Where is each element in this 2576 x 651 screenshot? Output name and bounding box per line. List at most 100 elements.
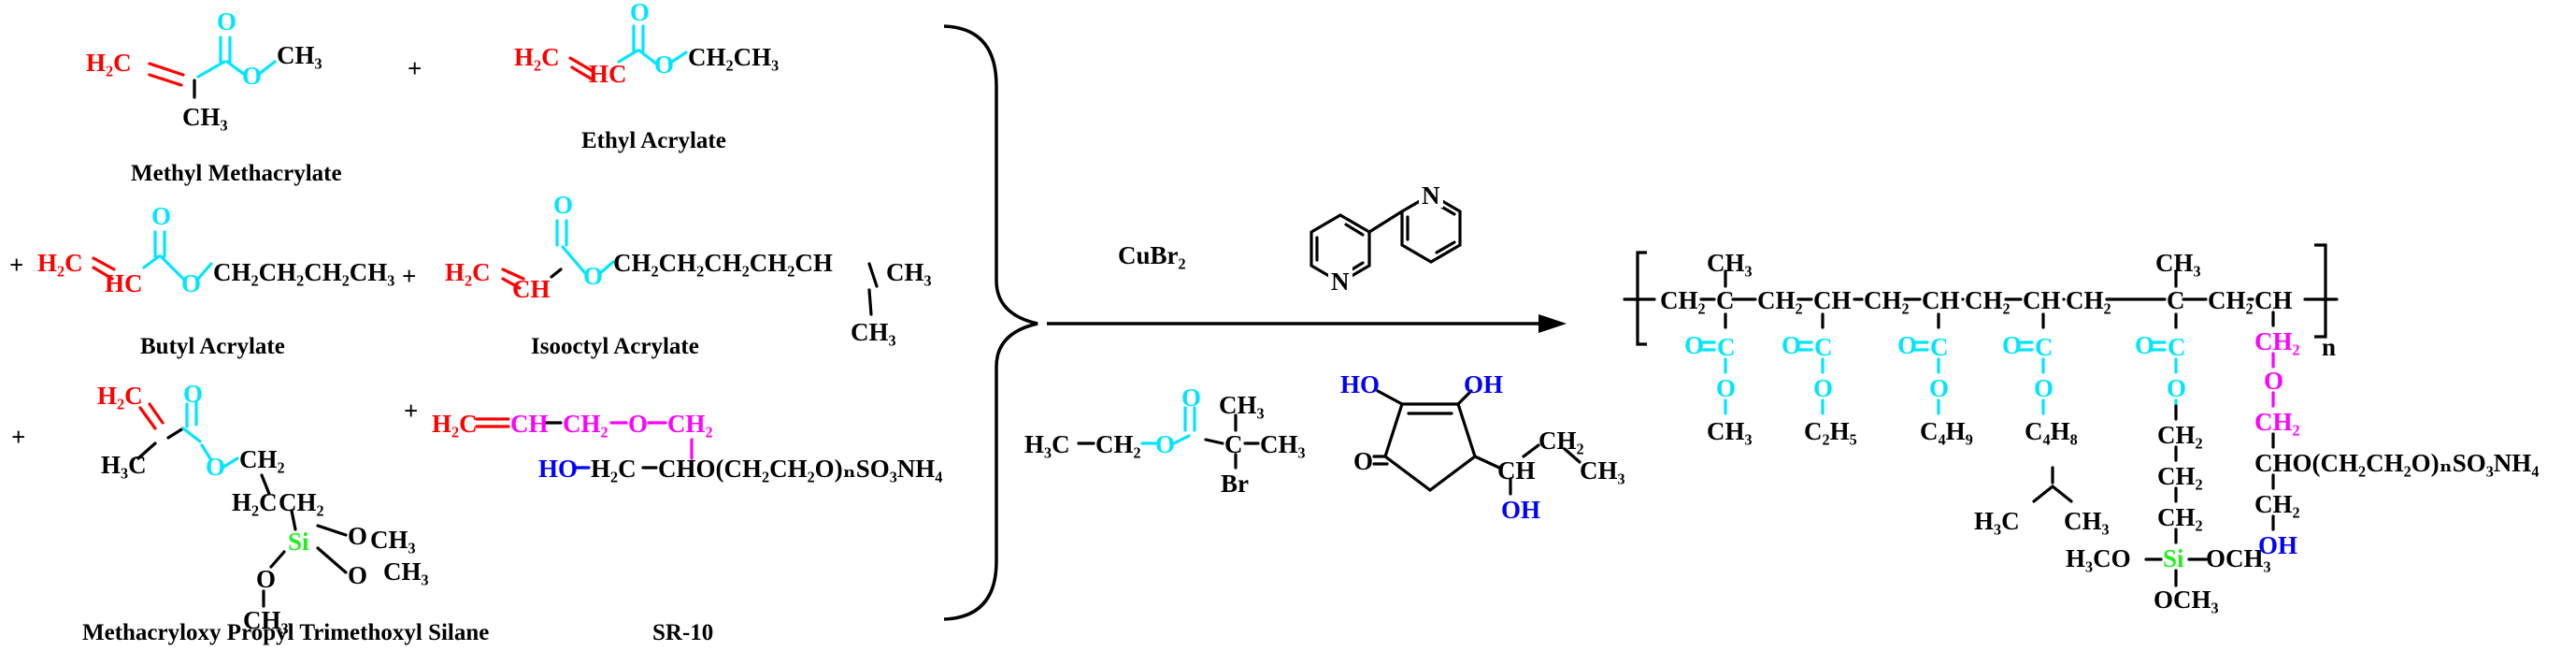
- pendant-ester-o-1: O: [1813, 374, 1833, 402]
- pr-r6-cho-text: CHO(CH₂CH₂O)ₙSO₃NH₄: [2254, 449, 2539, 477]
- methyl-methacrylate-structure: H₂C CH₃ O O CH₃ Methyl Methacrylate: [86, 7, 342, 186]
- mma-methyl-text: CH₃: [182, 103, 228, 131]
- sr10-structure: H₂C CH CH₂ O CH₂ HO H₂C CHO(CH₂CH₂O)ₙSO₃…: [432, 410, 942, 645]
- init-carbonyl-o-text: O: [1181, 383, 1201, 412]
- red-ch3-text: CH₃: [1580, 456, 1625, 485]
- pendant-carbonyl-c-4: C: [2168, 333, 2186, 361]
- sr10-ho-text: HO: [538, 455, 578, 483]
- ba-carbonyl-o-text: O: [151, 202, 171, 230]
- si-ester-o-text: O: [206, 453, 225, 481]
- pr-methyl-1-text: CH₃: [1707, 249, 1753, 277]
- ioa-branch-bottom-text: CH₃: [851, 318, 896, 346]
- pendant-ester-o-0: O: [1716, 374, 1736, 402]
- pendant-carbonyl-o-2: O: [1897, 331, 1917, 359]
- sr10-ch2-2-text: CH₂: [667, 410, 713, 438]
- repeat-n-text: n: [2322, 333, 2336, 361]
- ba-vinyl-text: H₂C: [37, 249, 83, 277]
- pendant-r-0: CH₃: [1707, 417, 1753, 445]
- ea-ester-o-text: O: [654, 51, 674, 79]
- ea-vinyl2-text: HC: [589, 60, 627, 88]
- pendant-carbonyl-c-2: C: [1930, 333, 1949, 361]
- ligand-n1-text: N: [1331, 268, 1350, 296]
- pendant-r-1: C₂H₅: [1804, 417, 1857, 445]
- ea-carbonyl-o-text: O: [630, 0, 650, 26]
- sr10-ch2-text: CH₂: [563, 410, 608, 438]
- backbone-unit-7: CH: [2023, 286, 2061, 314]
- init-h3c-text: H₃C: [1024, 430, 1070, 458]
- init-o-text: O: [1155, 430, 1175, 458]
- pr-r5-ch2-3-text: CH₂: [2157, 503, 2203, 531]
- sr10-ch-text: CH: [510, 410, 549, 438]
- pendant-ester-o-4: O: [2167, 374, 2186, 402]
- pr-r6-oh-text: OH: [2258, 531, 2297, 559]
- mma-vinyl-text: H₂C: [86, 49, 132, 77]
- sr10-vinyl-text: H₂C: [432, 410, 478, 438]
- backbone-unit-4: CH₂: [1864, 286, 1910, 314]
- red-oh-3-text: OH: [1501, 496, 1540, 524]
- pendant-carbonyl-c-0: C: [1717, 333, 1736, 361]
- catalyst-text: CuBr₂: [1118, 241, 1186, 269]
- reductant-structure: HO OH O CH CH₂ CH₃ OH: [1340, 370, 1625, 524]
- si-vinyl-text: H₂C: [97, 382, 143, 410]
- pr-r6-ch2-3-text: CH₂: [2254, 490, 2300, 518]
- ba-label: Butyl Acrylate: [140, 334, 285, 359]
- si-methyl-text: H₃C: [101, 451, 147, 479]
- si-ch2-3-text: CH₂: [279, 488, 324, 516]
- sr10-label: SR-10: [652, 620, 713, 645]
- ba-vinyl2-text: HC: [105, 269, 143, 297]
- backbone-unit-1: C: [1716, 286, 1735, 314]
- ioa-vinyl-text: H₂C: [445, 258, 491, 286]
- si-o2-text: O: [348, 561, 367, 589]
- plus-sign-5: +: [404, 397, 418, 425]
- pendant-carbonyl-o-4: O: [2135, 331, 2154, 359]
- pr-r5-right-text: OCH₃: [2206, 544, 2271, 572]
- bipyridine-ligand: N N: [1309, 181, 1462, 296]
- ioa-carbonyl-o-text: O: [553, 191, 573, 219]
- backbone-unit-10: CH₂: [2208, 286, 2254, 314]
- pendant-carbonyl-o-3: O: [2002, 331, 2022, 359]
- backbone-unit-5: CH: [1922, 286, 1960, 314]
- pr-methyl-2-text: CH₃: [2155, 249, 2201, 277]
- init-me-right-text: CH₃: [1260, 430, 1306, 458]
- pr-r5-ch2-2-text: CH₂: [2157, 462, 2203, 490]
- butyl-acrylate-structure: H₂C HC O O CH₂CH₂CH₂CH₃ Butyl Acrylate: [37, 202, 394, 359]
- plus-sign-4: +: [11, 423, 25, 451]
- ligand-n2-text: N: [1422, 181, 1440, 210]
- ea-end-text: CH₂CH₃: [688, 43, 779, 71]
- backbone-unit-3: CH: [1813, 286, 1852, 314]
- ioa-branch-top-text: CH₃: [886, 258, 932, 286]
- ethyl-acrylate-structure: H₂C HC O O CH₂CH₃ Ethyl Acrylate: [514, 0, 779, 153]
- si-atom-text: Si: [288, 528, 309, 556]
- pr-r5-ch2-1-text: CH₂: [2157, 421, 2203, 449]
- red-ketone-o-text: O: [1353, 447, 1373, 475]
- pendant-carbonyl-c-1: C: [1814, 333, 1833, 361]
- pr-r5-bottom-text: OCH₃: [2154, 586, 2219, 614]
- red-ch-text: CH: [1497, 456, 1536, 485]
- backbone-unit-9: C: [2167, 286, 2185, 314]
- silane-structure: H₂C H₃C O O CH₂ H₂C CH₂ Si O CH₃ O CH₃ O…: [82, 380, 489, 645]
- ioa-ester-o-text: O: [583, 262, 603, 290]
- init-br-text: Br: [1221, 470, 1249, 498]
- mma-ester-o-text: O: [242, 62, 262, 90]
- si-me1-text: CH₃: [370, 526, 416, 554]
- pendant-carbonyl-o-0: O: [1684, 331, 1704, 359]
- ioa-label: Isooctyl Acrylate: [531, 334, 699, 359]
- pr-r6-ch2-1-text: CH₂: [2254, 327, 2300, 355]
- ioa-vinyl2-text: CH: [512, 275, 551, 303]
- isooctyl-acrylate-structure: H₂C CH O O CH₂CH₂CH₂CH₂CH CH₃ CH₃ Isooct…: [445, 191, 932, 359]
- red-ho-1-text: HO: [1340, 370, 1380, 398]
- pendant-ester-o-2: O: [1929, 374, 1949, 402]
- backbone-unit-2: CH₂: [1757, 286, 1803, 314]
- init-c-text: C: [1224, 430, 1243, 458]
- ba-chain-text: CH₂CH₂CH₂CH₃: [213, 258, 394, 286]
- pr-r5-si-text: Si: [2163, 544, 2184, 572]
- ioa-chain-text: CH₂CH₂CH₂CH₂CH: [613, 249, 833, 277]
- si-o3-text: O: [256, 565, 276, 593]
- ea-label: Ethyl Acrylate: [581, 128, 726, 153]
- reactant-brace: [943, 24, 1038, 621]
- backbone-unit-0: CH₂: [1660, 286, 1706, 314]
- pr-r6-ch2-2-text: CH₂: [2254, 408, 2300, 436]
